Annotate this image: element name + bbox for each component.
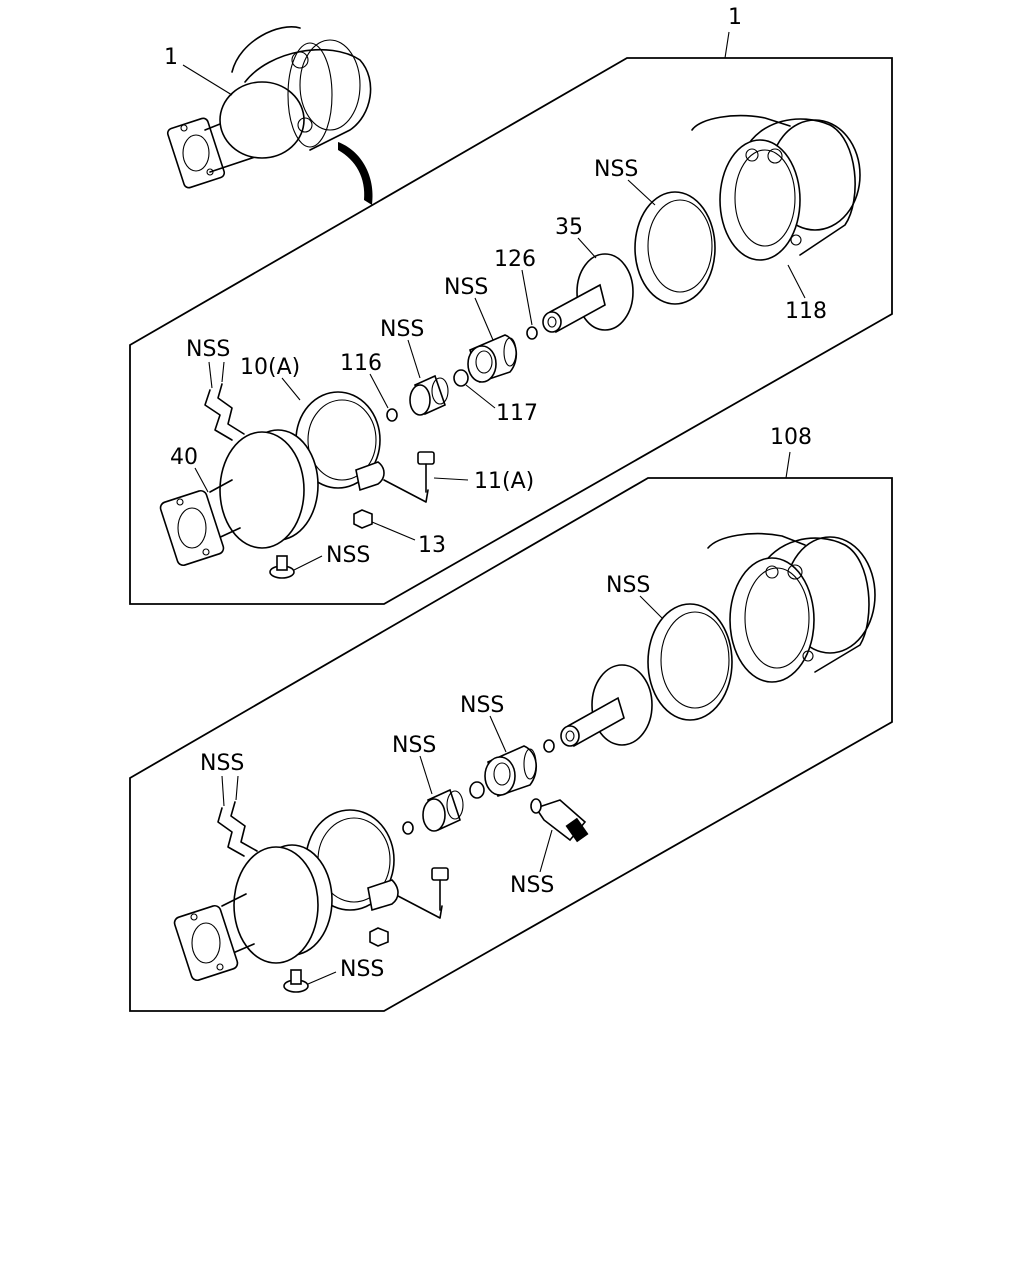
callout-lower-nss-bolt: NSS xyxy=(340,957,384,982)
callout-upper-118: 118 xyxy=(785,299,827,324)
upper-housing xyxy=(691,114,861,261)
lower-gasket-ring xyxy=(647,603,733,721)
upper-ring-117 xyxy=(453,369,469,387)
callout-upper-126: 126 xyxy=(494,247,536,272)
callout-upper-nss-bushing: NSS xyxy=(380,317,424,342)
lower-kit-frame: 108 xyxy=(129,425,893,1012)
upper-clamp-10a xyxy=(295,391,385,492)
upper-boot xyxy=(467,334,518,384)
lower-bolt-nss xyxy=(283,969,309,993)
callout-upper-40: 40 xyxy=(170,445,198,470)
upper-washer-126 xyxy=(526,326,538,340)
lower-flange-bell xyxy=(173,844,333,982)
callout-lower-nss-heat-shield: NSS xyxy=(200,751,244,776)
upper-kit-frame: 1 xyxy=(129,5,893,605)
callout-lower-nss-grease-tube: NSS xyxy=(510,873,554,898)
upper-gasket-ring xyxy=(634,191,716,305)
callout-lower-nss-gasket-ring: NSS xyxy=(606,573,650,598)
callout-overview-1: 1 xyxy=(164,45,178,70)
lower-heat-shield xyxy=(217,801,258,857)
callout-upper-117: 117 xyxy=(496,401,538,426)
callout-upper-35: 35 xyxy=(555,215,583,240)
callout-upper-11a: 11(A) xyxy=(474,469,534,494)
upper-part-35 xyxy=(542,253,634,334)
upper-heat-shield xyxy=(204,383,245,441)
callout-upper-nss-boot: NSS xyxy=(444,275,488,300)
callout-upper-nss-heat-shield: NSS xyxy=(186,337,230,362)
callout-kit-lower-108: 108 xyxy=(770,425,812,450)
upper-part-40 xyxy=(159,429,319,567)
upper-nut-13 xyxy=(353,509,373,529)
callout-upper-10a: 10(A) xyxy=(240,355,300,380)
callout-upper-13: 13 xyxy=(418,533,446,558)
upper-washer-116 xyxy=(386,408,398,422)
callout-lower-nss-boot: NSS xyxy=(460,693,504,718)
lower-bushing xyxy=(422,788,464,832)
lower-bolt-nut xyxy=(369,867,449,947)
overview-assembly: 1 xyxy=(164,26,373,205)
upper-bolt-nss xyxy=(269,555,295,579)
lower-boot xyxy=(484,745,537,798)
callout-kit-upper-1: 1 xyxy=(728,5,742,30)
upper-bushing xyxy=(409,374,449,416)
callout-upper-116: 116 xyxy=(340,351,382,376)
lower-washer-small xyxy=(402,821,414,835)
callout-upper-nss-gasket-ring: NSS xyxy=(594,157,638,182)
lower-grease-tube xyxy=(530,798,589,843)
lower-ring xyxy=(469,781,485,799)
upper-bolt-11a xyxy=(383,451,435,503)
lower-housing xyxy=(707,532,876,683)
lower-disc-shaft xyxy=(560,664,653,748)
callout-lower-nss-bushing: NSS xyxy=(392,733,436,758)
callout-upper-nss-bolt: NSS xyxy=(326,543,370,568)
lower-washer xyxy=(543,739,555,753)
